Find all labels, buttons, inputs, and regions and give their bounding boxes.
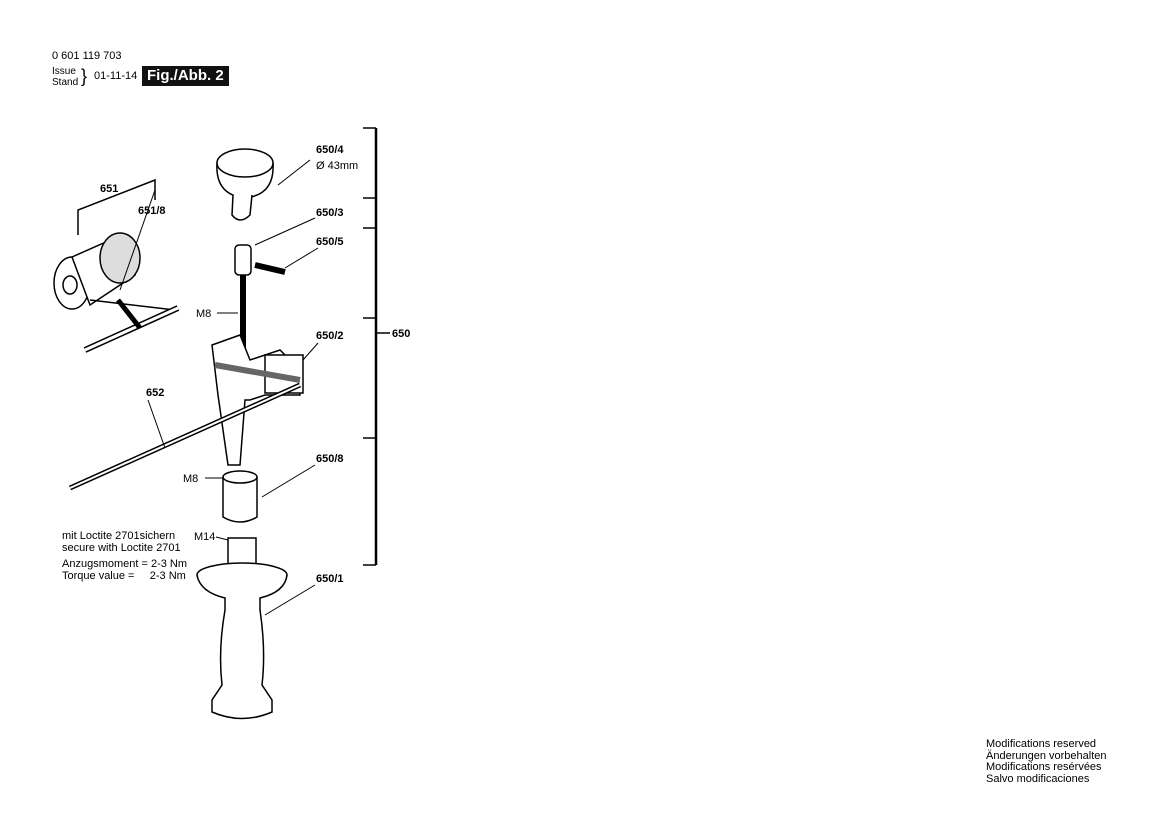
label-651-8: 651/8 bbox=[138, 205, 166, 217]
note-loctite-en: secure with Loctite 2701 bbox=[62, 542, 181, 554]
drill-chuck bbox=[53, 232, 176, 311]
notice-fr: Modifications resérvées bbox=[986, 761, 1102, 773]
note-torque-de: Anzugsmoment = 2-3 Nm bbox=[62, 558, 188, 570]
label-m14: M14 bbox=[194, 531, 215, 543]
issue-label: Issue bbox=[52, 66, 76, 77]
label-651: 651 bbox=[100, 183, 118, 195]
label-650-8: 650/8 bbox=[316, 453, 344, 465]
note-loctite-de: mit Loctite 2701sichern bbox=[62, 530, 176, 542]
depth-rod bbox=[68, 382, 302, 491]
assembly-notes: mit Loctite 2701sichern secure with Loct… bbox=[62, 530, 187, 582]
brace: } bbox=[81, 66, 88, 86]
notice-de: Änderungen vorbehalten bbox=[986, 749, 1107, 762]
handle-housing bbox=[211, 334, 319, 466]
label-652: 652 bbox=[146, 387, 164, 399]
notice-en: Modifications reserved bbox=[986, 738, 1097, 750]
notice-es: Salvo modificaciones bbox=[986, 772, 1090, 785]
sleeve bbox=[205, 464, 316, 523]
note-torque-en: Torque value = 2-3 Nm bbox=[62, 570, 186, 582]
assembly-bracket-650 bbox=[363, 127, 390, 566]
label-650-1: 650/1 bbox=[316, 573, 344, 585]
document-number: 0 601 119 703 bbox=[52, 50, 122, 62]
label-650-4-diameter: Ø 43mm bbox=[316, 160, 358, 172]
issue-stand-label: Issue Stand bbox=[52, 66, 78, 88]
side-handle bbox=[196, 536, 316, 720]
label-650-5: 650/5 bbox=[316, 236, 344, 248]
modifications-notice: Modifications reserved Änderungen vorbeh… bbox=[986, 738, 1107, 785]
clamp-band bbox=[216, 148, 311, 221]
stand-label: Stand bbox=[52, 77, 79, 88]
label-650-2: 650/2 bbox=[316, 330, 344, 342]
figure-label: Fig./Abb. 2 bbox=[142, 66, 229, 86]
label-650-4: 650/4 bbox=[316, 144, 344, 156]
threaded-rod bbox=[234, 217, 316, 350]
issue-date: 01-11-14 bbox=[94, 70, 138, 82]
label-650-3: 650/3 bbox=[316, 207, 344, 219]
label-m8-upper: M8 bbox=[196, 308, 211, 320]
label-650: 650 bbox=[392, 328, 410, 340]
chuck-key bbox=[83, 189, 180, 353]
pin bbox=[254, 247, 319, 275]
label-m8-lower: M8 bbox=[183, 473, 198, 485]
